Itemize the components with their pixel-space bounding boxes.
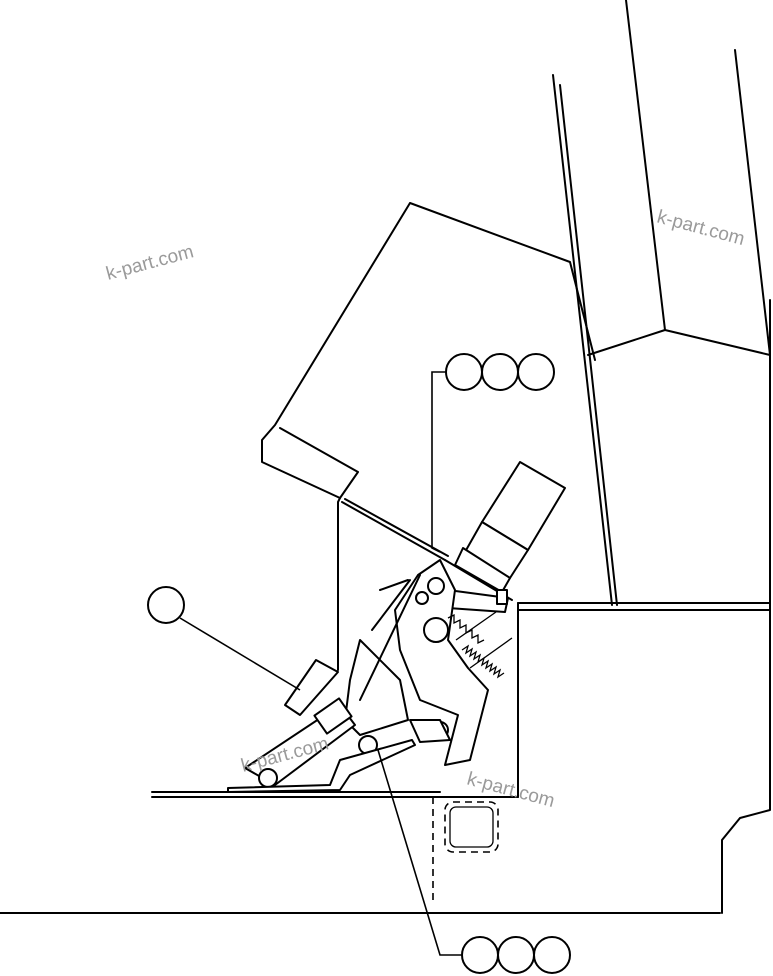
cab-frame: [552, 0, 771, 606]
callout-top-group: [431, 353, 555, 553]
actuator-assembly: [447, 461, 566, 613]
callout-bubble: [517, 353, 555, 391]
callout-bubble: [461, 936, 499, 974]
pedal-mechanism: [227, 559, 489, 793]
watermark-text: k-part.com: [465, 769, 557, 813]
callout-bubble: [481, 353, 519, 391]
callout-bubble: [497, 936, 535, 974]
floor-base: [0, 602, 771, 914]
callout-bubble: [445, 353, 483, 391]
watermark-text: k-part.com: [655, 207, 747, 251]
watermark-text: k-part.com: [104, 241, 196, 285]
callout-left-single: [147, 586, 301, 691]
dashboard-panel: [261, 202, 596, 671]
callout-bubble: [533, 936, 571, 974]
return-spring: [447, 611, 513, 679]
callout-bubble: [147, 586, 185, 624]
callout-bottom-group: [377, 749, 571, 974]
